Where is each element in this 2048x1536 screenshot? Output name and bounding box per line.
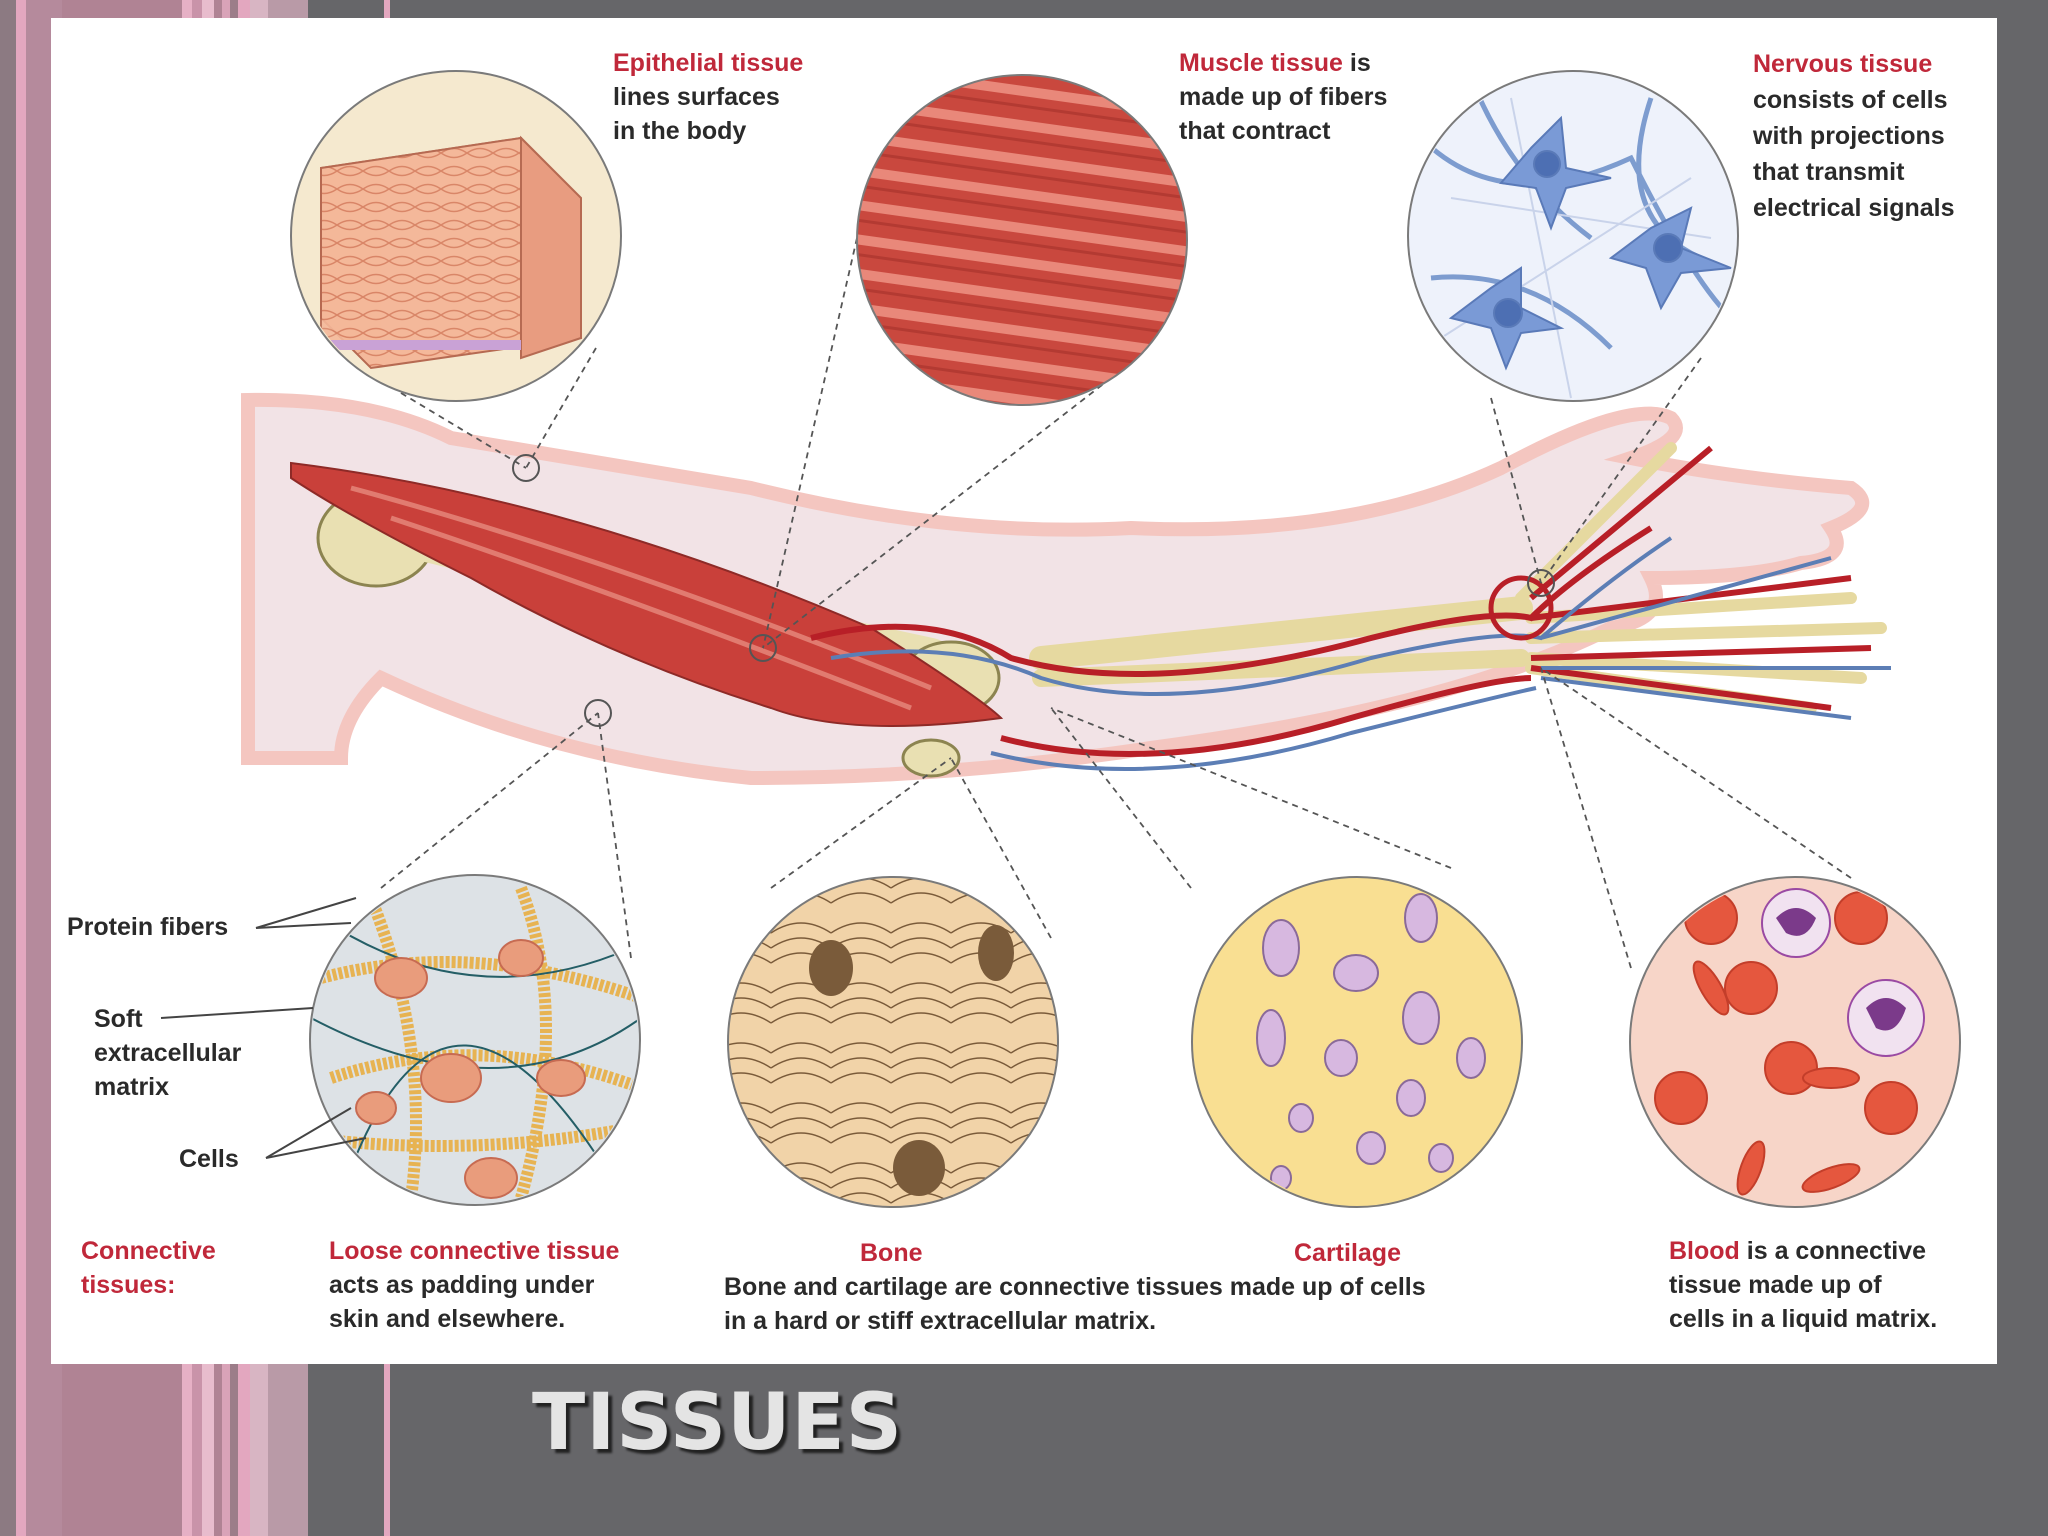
bone-cartilage-line-2: in a hard or stiff extracellular matrix. (724, 1307, 1157, 1335)
soft-matrix-line-1: Soft (94, 1005, 143, 1033)
loose-connective-title: Loose connective tissue (329, 1237, 620, 1265)
muscle-label: Muscle tissue is made up of fibers that … (1179, 46, 1387, 148)
blood-desc-1: tissue made up of (1669, 1271, 1882, 1299)
blood-desc-2: cells in a liquid matrix. (1669, 1305, 1938, 1333)
blood-label: Blood is a connective tissue made up of … (1669, 1234, 1937, 1336)
arm-illustration (160, 70, 1961, 1208)
soft-matrix-line-3: matrix (94, 1073, 170, 1101)
soft-matrix-label: Soft extracellular matrix (94, 1002, 241, 1104)
protein-fibers-label: Protein fibers (67, 913, 229, 941)
decor-stripe (16, 0, 26, 1536)
epithelial-desc-1: lines surfaces (613, 83, 780, 111)
slide-title: TISSUES (532, 1378, 903, 1468)
nervous-label: Nervous tissue consists of cells with pr… (1753, 46, 1955, 226)
epithelial-title: Epithelial tissue (613, 49, 804, 77)
cartilage-label: Cartilage (1294, 1239, 1401, 1267)
muscle-desc-1: made up of fibers (1179, 83, 1388, 111)
soft-matrix-line-2: extracellular (94, 1039, 242, 1067)
epithelial-desc-2: in the body (613, 117, 747, 145)
connective-line-1: Connective (81, 1237, 216, 1265)
muscle-title: Muscle tissue (1179, 49, 1343, 77)
tissue-diagram: Epithelial tissue lines surfaces in the … (51, 18, 1997, 1364)
cells-label: Cells (179, 1145, 239, 1173)
decor-stripe (0, 0, 16, 1536)
loose-connective-label: Loose connective tissue acts as padding … (329, 1234, 619, 1336)
muscle-is: is (1342, 49, 1371, 77)
connective-label: Connective tissues: (81, 1234, 216, 1302)
bone-cartilage-desc: Bone and cartilage are connective tissue… (724, 1270, 1426, 1338)
nervous-desc-3: that transmit (1753, 158, 1905, 186)
connective-line-2: tissues: (81, 1271, 176, 1299)
muscle-desc-2: that contract (1179, 117, 1331, 145)
loose-connective-desc-2: skin and elsewhere. (329, 1305, 566, 1333)
epithelial-label: Epithelial tissue lines surfaces in the … (613, 46, 803, 148)
nervous-desc-1: consists of cells (1753, 86, 1948, 114)
bone-cartilage-line-1: Bone and cartilage are connective tissue… (724, 1273, 1426, 1301)
blood-is: is a connective (1739, 1237, 1927, 1265)
blood-title: Blood (1669, 1237, 1740, 1265)
nervous-title: Nervous tissue (1753, 50, 1933, 78)
nervous-desc-2: with projections (1753, 122, 1945, 150)
bone-label: Bone (860, 1239, 923, 1267)
loose-connective-desc-1: acts as padding under (329, 1271, 595, 1299)
nervous-desc-4: electrical signals (1753, 194, 1955, 222)
